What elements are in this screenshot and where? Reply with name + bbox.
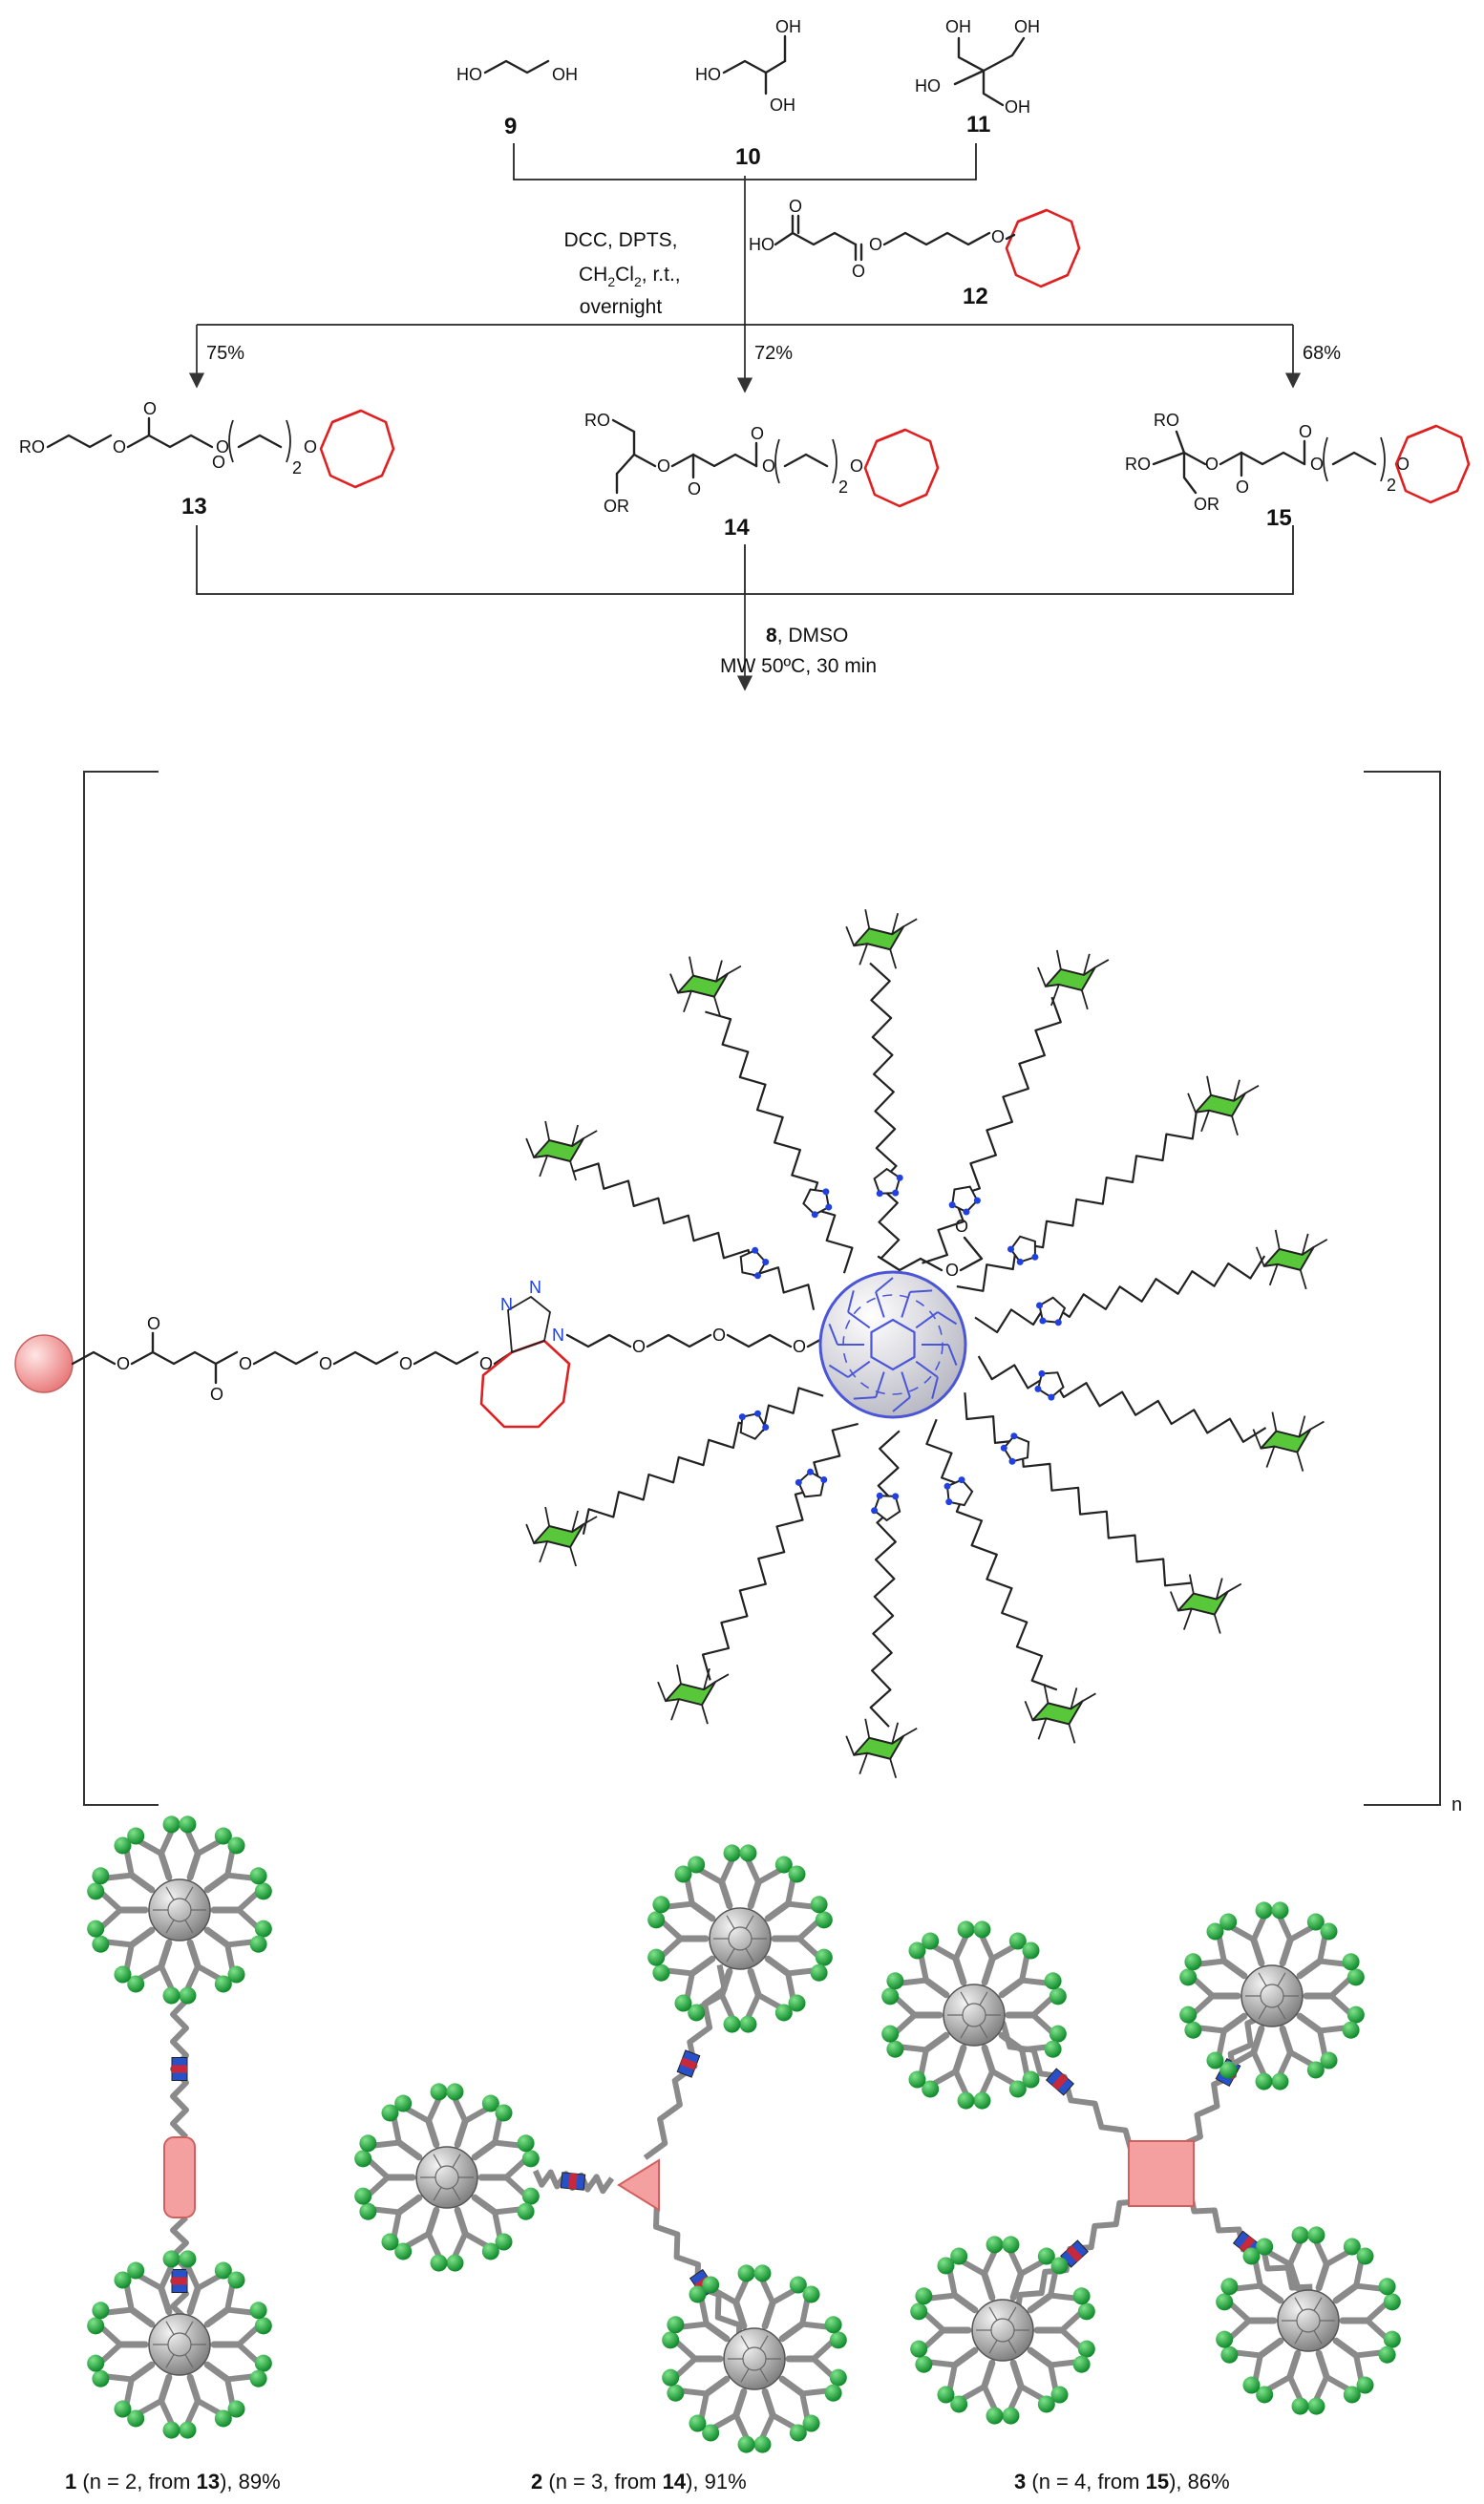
main-linker: O O O O O O O N N N O O O O O O (71, 1217, 984, 1429)
svg-text:O: O (991, 227, 1005, 246)
caption-3: 3 (n = 4, from 15), 86% (1014, 2470, 1230, 2493)
bead (14, 1334, 74, 1393)
conditions-step2: 8, DMSO MW 50ºC, 30 min (720, 625, 877, 677)
bracket-right: n (1364, 771, 1462, 1815)
svg-text:OH: OH (770, 95, 795, 115)
svg-text:O: O (850, 456, 863, 476)
svg-text:OH: OH (1005, 97, 1030, 117)
svg-text:O: O (751, 424, 764, 443)
svg-text:O: O (479, 1354, 493, 1373)
label-10: 10 (735, 144, 761, 170)
svg-text:overnight: overnight (580, 296, 663, 318)
svg-text:HO: HO (749, 235, 774, 254)
svg-text:2: 2 (1387, 476, 1396, 495)
reagent-12: HO O O O O 12 (749, 197, 1081, 309)
label-12: 12 (963, 284, 988, 309)
svg-text:OH: OH (1014, 17, 1040, 36)
svg-text:O: O (113, 437, 126, 456)
svg-text:DCC, DPTS,: DCC, DPTS, (563, 229, 677, 251)
fullerene-core (818, 1270, 967, 1419)
svg-text:OH: OH (775, 17, 801, 36)
svg-text:RO: RO (1154, 411, 1179, 430)
bracket-left (83, 771, 159, 1806)
svg-text:HO: HO (456, 65, 482, 84)
svg-text:O: O (212, 453, 225, 472)
caption-1: 1 (n = 2, from 13), 89% (65, 2470, 281, 2493)
svg-text:O: O (657, 456, 670, 476)
glyco-arms (525, 909, 1328, 1779)
conditions-step1: DCC, DPTS, CH2Cl2, r.t., overnight (563, 229, 680, 318)
svg-text:2: 2 (292, 458, 302, 477)
svg-text:N: N (529, 1278, 541, 1297)
svg-text:O: O (1310, 455, 1324, 474)
compound-13: RO O O O O 2 O 13 (19, 399, 395, 520)
label-15: 15 (1266, 505, 1292, 531)
compound-14: RO OR O O O O 2 O 14 (584, 411, 940, 541)
caption-2: 2 (n = 3, from 14), 91% (531, 2470, 747, 2493)
svg-text:O: O (1299, 422, 1312, 441)
svg-text:1 (n = 2, from 13), 89%: 1 (n = 2, from 13), 89% (65, 2470, 281, 2493)
yield-15: 68% (1303, 343, 1341, 364)
svg-text:CH2Cl2, r.t.,: CH2Cl2, r.t., (579, 264, 681, 289)
svg-text:OR: OR (1194, 495, 1219, 514)
svg-text:O: O (632, 1337, 646, 1356)
svg-text:OH: OH (552, 65, 578, 84)
svg-text:O: O (216, 437, 229, 456)
label-11: 11 (966, 112, 990, 138)
svg-text:O: O (1236, 477, 1249, 497)
svg-text:O: O (852, 262, 865, 281)
svg-text:O: O (304, 437, 317, 456)
svg-text:N: N (552, 1326, 564, 1345)
svg-text:O: O (1205, 455, 1219, 474)
label-9: 9 (504, 114, 517, 139)
cartoon-row (87, 1815, 1401, 2453)
svg-text:HO: HO (695, 65, 721, 84)
svg-text:OR: OR (604, 497, 629, 516)
svg-text:2 (n = 3, from 14), 91%: 2 (n = 3, from 14), 91% (531, 2470, 747, 2493)
svg-text:O: O (869, 235, 882, 254)
svg-text:O: O (210, 1385, 223, 1404)
compound-9: HO OH 9 (456, 59, 578, 139)
label-14: 14 (724, 515, 750, 541)
svg-text:O: O (688, 479, 701, 499)
compound-10: HO OH OH 10 (695, 17, 801, 170)
svg-text:O: O (762, 456, 775, 476)
svg-text:O: O (147, 1314, 160, 1333)
svg-text:8, DMSO: 8, DMSO (766, 625, 848, 647)
yield-14: 72% (754, 343, 793, 364)
svg-text:O: O (319, 1354, 332, 1373)
svg-text:O: O (239, 1354, 252, 1373)
svg-text:OH: OH (945, 17, 971, 36)
svg-text:O: O (955, 1217, 968, 1236)
svg-text:O: O (143, 399, 157, 418)
svg-text:RO: RO (1125, 455, 1151, 474)
label-13: 13 (181, 494, 207, 520)
yield-13: 75% (206, 343, 244, 364)
svg-text:3 (n = 4, from 15), 86%: 3 (n = 4, from 15), 86% (1014, 2470, 1230, 2493)
compound-11: OH OH HO OH 11 (915, 17, 1040, 138)
svg-text:HO: HO (915, 76, 941, 95)
svg-text:O: O (117, 1354, 130, 1373)
svg-text:MW 50ºC, 30 min: MW 50ºC, 30 min (720, 655, 877, 677)
repeat-n: n (1452, 1794, 1462, 1815)
svg-text:RO: RO (19, 437, 45, 456)
svg-text:O: O (712, 1326, 726, 1345)
svg-text:O: O (399, 1354, 413, 1373)
svg-text:N: N (500, 1295, 513, 1314)
svg-text:O: O (793, 1337, 806, 1356)
svg-text:O: O (789, 197, 802, 216)
svg-text:RO: RO (584, 411, 610, 430)
svg-text:O: O (945, 1261, 959, 1280)
svg-text:2: 2 (838, 477, 848, 497)
compound-15: RO RO OR O O O O 2 O 15 (1125, 411, 1471, 531)
